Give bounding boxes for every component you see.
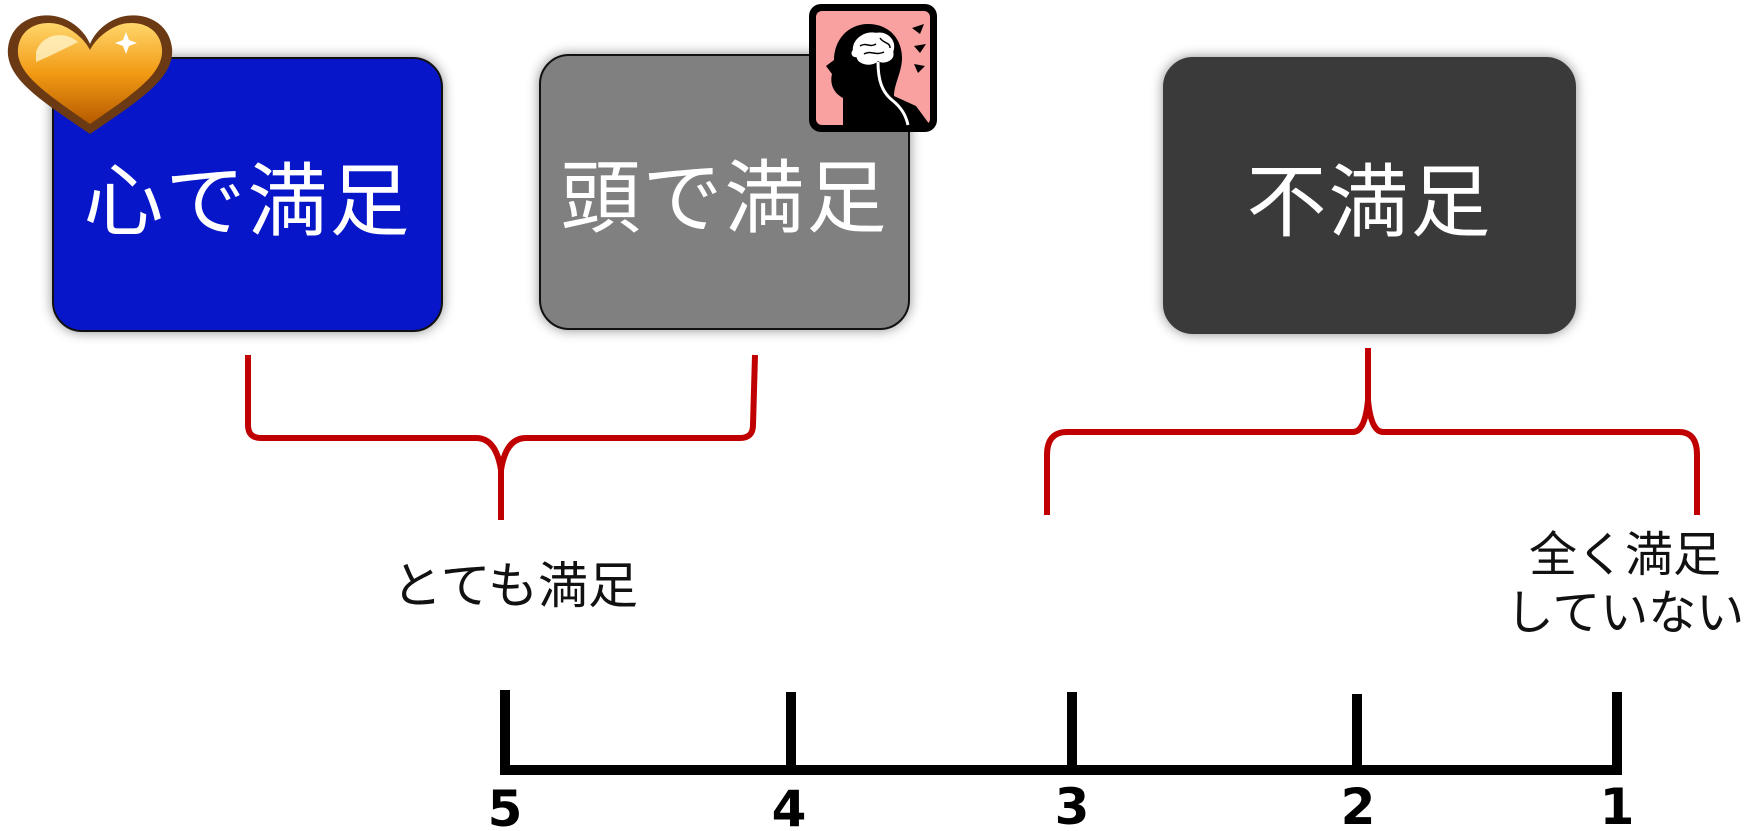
- label-very-satisfied: とても満足: [392, 557, 638, 615]
- label-not-satisfied-line2: していない: [1505, 585, 1744, 641]
- box-dissatisfied: 不満足: [1163, 57, 1576, 334]
- tick-label-2: 2: [1341, 778, 1376, 831]
- tick-label-3: 3: [1055, 778, 1090, 831]
- tick-label-1: 1: [1600, 778, 1635, 831]
- box-dissatisfied-label: 不満足: [1246, 155, 1493, 249]
- box-head-satisfied: 頭で満足: [539, 54, 910, 330]
- brain-head-icon: [809, 4, 937, 132]
- bracket-left: [245, 354, 758, 520]
- box-head-label: 頭で満足: [560, 152, 889, 245]
- heart-icon: [7, 15, 173, 135]
- scale-axis: 5 4 3 2 1: [488, 690, 1635, 831]
- box-heart-label: 心で満足: [83, 154, 412, 248]
- box-heart-satisfied: 心で満足: [52, 57, 443, 332]
- bracket-right: [1044, 348, 1700, 515]
- tick-label-5: 5: [488, 780, 523, 831]
- label-not-satisfied-line1: 全く満足: [1528, 527, 1721, 583]
- tick-label-4: 4: [772, 780, 807, 831]
- label-not-satisfied: 全く満足 していない: [1490, 526, 1744, 642]
